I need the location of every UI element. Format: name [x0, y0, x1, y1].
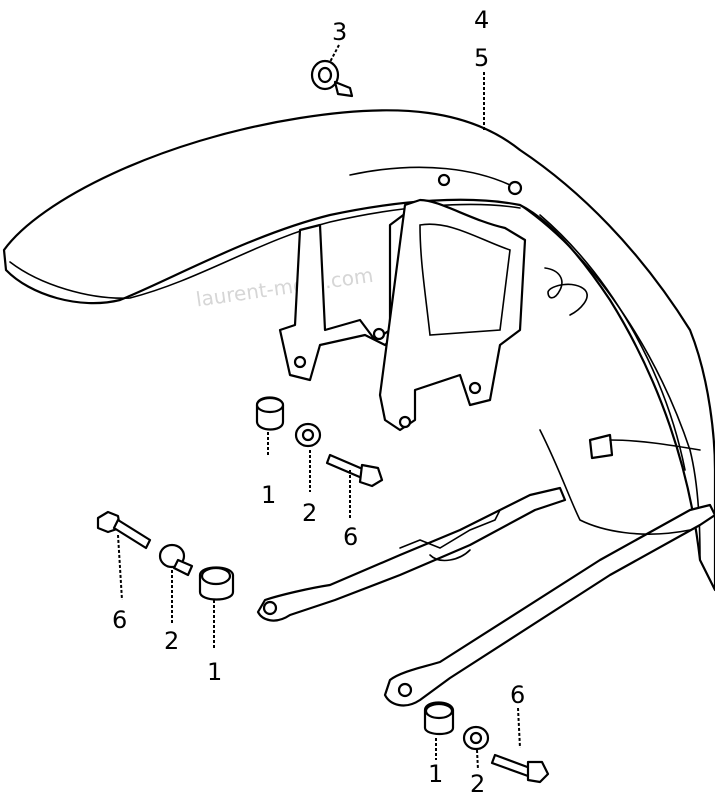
grommet-part-1-right	[423, 701, 455, 736]
callout-6-left: 6	[112, 606, 127, 634]
bolt-part-6-upper	[325, 453, 384, 488]
callout-6-upper: 6	[343, 523, 358, 551]
callout-1-upper: 1	[261, 481, 276, 509]
bolt-part-6-left	[96, 510, 152, 550]
callout-numbers: 3 4 5 1 2 6 6 2 1 6 1 2	[112, 6, 525, 798]
callout-2-upper: 2	[302, 499, 317, 527]
callout-6-right: 6	[510, 681, 525, 709]
callout-1-left: 1	[207, 658, 222, 686]
callout-4: 4	[474, 6, 489, 34]
collar-part-2-upper	[294, 422, 322, 448]
collar-part-2-right	[462, 725, 490, 751]
leader-lines	[117, 44, 521, 771]
collar-part-2-left	[158, 543, 194, 577]
grommet-part-3	[310, 59, 354, 98]
bolt-part-6-right	[490, 753, 550, 784]
fender-bridge-bracket	[278, 198, 588, 432]
callout-2-right: 2	[470, 770, 485, 798]
fender-stay	[256, 429, 715, 707]
watermark: laurent-moto.com	[194, 263, 374, 312]
grommet-part-1-upper	[255, 396, 285, 431]
callout-2-left: 2	[164, 627, 179, 655]
callout-3: 3	[332, 18, 347, 46]
grommet-part-1-left	[198, 566, 235, 601]
callout-1-right: 1	[428, 760, 443, 788]
callout-5: 5	[474, 44, 489, 72]
